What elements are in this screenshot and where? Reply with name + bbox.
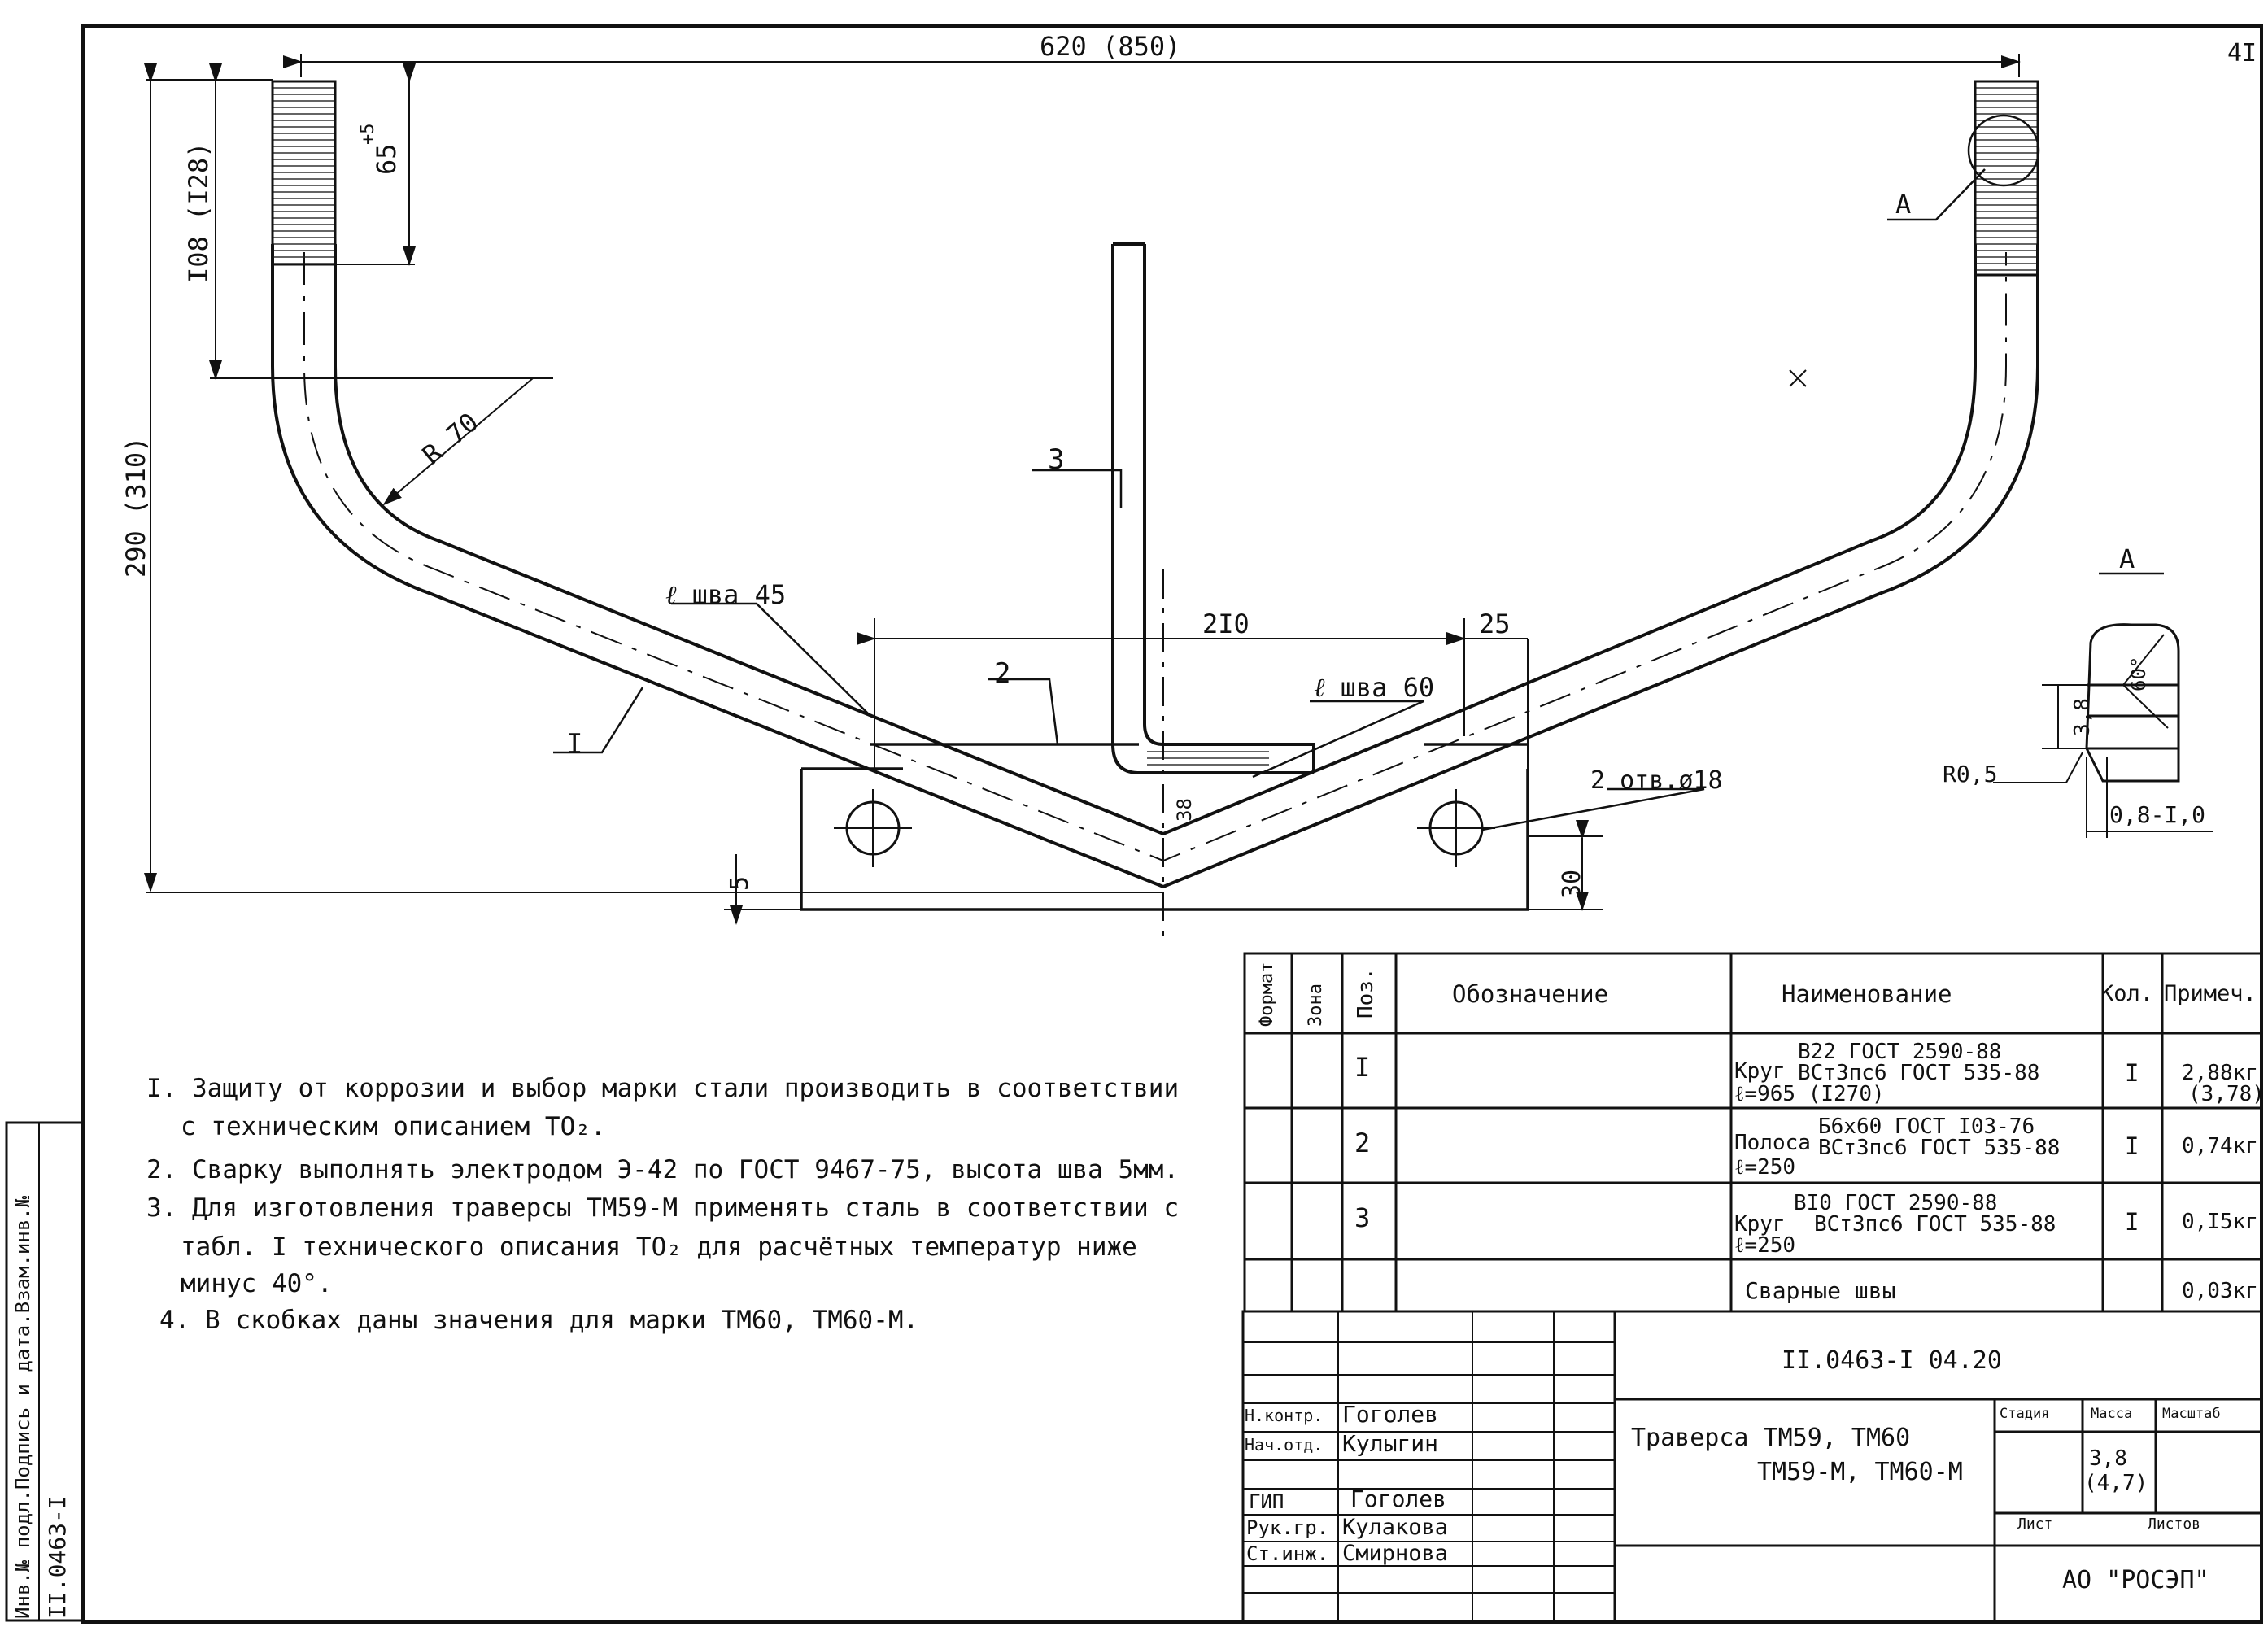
- row2-prefix: Полоса: [1734, 1131, 1811, 1155]
- row3-prefix: Круг: [1734, 1212, 1786, 1237]
- name-5: Смирнова: [1342, 1541, 1449, 1566]
- row3-note: 0,I5кг: [2182, 1210, 2258, 1234]
- row4-name: Сварные швы: [1745, 1277, 1896, 1304]
- detail-a-tol: 0,8-I,0: [2109, 801, 2206, 828]
- detail-a-angle: 60°: [2127, 656, 2150, 691]
- dim-thread-length: 65: [371, 143, 402, 175]
- role-3: ГИП: [1249, 1490, 1284, 1513]
- label-weld-45: ℓ шва 45: [665, 579, 787, 610]
- header-format: Формат: [1257, 962, 1277, 1027]
- title-line-2: ТМ59-М, ТМ60-М: [1757, 1458, 1963, 1486]
- row4-note: 0,03кг: [2182, 1279, 2258, 1303]
- pos-1: I: [566, 728, 583, 761]
- mass-label: Масса: [2091, 1406, 2133, 1422]
- dim-center-gap: 38: [1173, 798, 1196, 822]
- stage-label: Стадия: [2000, 1406, 2050, 1422]
- title-block-grid: [1241, 1310, 2263, 1624]
- note-4: 4. В скобках даны значения для марки ТМ6…: [159, 1306, 919, 1335]
- dim-end-length: I08 (I28): [183, 142, 214, 283]
- row3-top: ВI0 ГОСТ 2590-88: [1794, 1191, 1998, 1215]
- title-line-1: Траверса ТМ59, ТМ60: [1631, 1424, 1911, 1452]
- row3-bot: ℓ=250: [1734, 1233, 1796, 1258]
- side-stamp-label: Инв.№ подл.Подпись и дата.Взам.инв.№: [11, 1195, 34, 1619]
- dim-plate-edge: 25: [1479, 608, 1511, 639]
- role-1: Н.контр.: [1245, 1406, 1324, 1425]
- sheet-frame: [81, 24, 2263, 1624]
- sheets-label: Листов: [2148, 1516, 2201, 1533]
- sheet-label: Лист: [2017, 1516, 2053, 1533]
- row2-pos: 2: [1354, 1128, 1371, 1158]
- row2-note: 0,74кг: [2182, 1134, 2258, 1158]
- mass-value: 3,8: [2089, 1446, 2127, 1471]
- rod: [1111, 242, 1315, 774]
- name-4: Кулакова: [1342, 1515, 1449, 1540]
- side-stamp-value: II.0463-I: [44, 1495, 71, 1619]
- detail-a: [1993, 623, 2213, 838]
- note-1-cont: с техническим описанием ТО₂.: [181, 1112, 606, 1141]
- row1-mid: ВСт3пс6 ГОСТ 535-88: [1798, 1061, 2040, 1085]
- plate: [800, 743, 1529, 911]
- row1-note: 2,88кг: [2182, 1061, 2258, 1085]
- ell-symbol: ℓ: [1314, 672, 1325, 703]
- detail-a-d1: 3,8: [2070, 698, 2095, 736]
- scale-label: Масштаб: [2162, 1406, 2221, 1422]
- organization: АО "РОСЭП": [2062, 1566, 2209, 1594]
- name-2: Кулыгин: [1342, 1430, 1439, 1457]
- header-pos: Поз.: [1354, 967, 1378, 1019]
- label-holes: 2 отв.ø18: [1590, 766, 1723, 795]
- role-4: Рук.гр.: [1246, 1516, 1329, 1539]
- pos-3: 3: [1048, 443, 1065, 476]
- detail-a-title: A: [2119, 543, 2135, 574]
- header-name: Наименование: [1782, 980, 1952, 1008]
- view-a-label: A: [1895, 189, 1912, 220]
- row1-note2: (3,78): [2188, 1082, 2265, 1106]
- role-2: Нач.отд.: [1245, 1435, 1324, 1455]
- row2-top: Б6х60 ГОСТ I03-76: [1818, 1114, 2035, 1139]
- header-qty: Кол.: [2100, 981, 2154, 1006]
- note-2: 2. Сварку выполнять электродом Э-42 по Г…: [146, 1155, 1180, 1184]
- note-3-cont: табл. I технического описания ТО₂ для ра…: [181, 1232, 1137, 1262]
- row3-mid: ВСт3пс6 ГОСТ 535-88: [1814, 1212, 2056, 1237]
- thread-right: [1974, 80, 2039, 277]
- dim-overall-width: 620 (850): [1040, 31, 1181, 62]
- header-designation: Обозначение: [1452, 980, 1609, 1008]
- row2-mid: ВСт3пс6 ГОСТ 535-88: [1818, 1136, 2061, 1160]
- side-stamp: [5, 1121, 85, 1622]
- row2-bot: ℓ=250: [1734, 1155, 1796, 1180]
- name-3: Гоголев: [1350, 1485, 1447, 1512]
- role-5: Ст.инж.: [1246, 1542, 1329, 1565]
- label-weld-60: ℓ шва 60: [1314, 672, 1435, 703]
- dim-overall-height: 290 (310): [120, 436, 151, 578]
- pos-2: 2: [994, 657, 1011, 690]
- row2-qty: I: [2125, 1132, 2139, 1160]
- row3-qty: I: [2125, 1208, 2139, 1236]
- row1-qty: I: [2125, 1059, 2139, 1087]
- detail-a-radius: R0,5: [1943, 761, 1998, 787]
- header-zone: Зона: [1306, 984, 1326, 1027]
- header-note: Примеч.: [2164, 981, 2257, 1006]
- ell-symbol: ℓ: [665, 579, 677, 610]
- name-1: Гоголев: [1342, 1401, 1439, 1428]
- row1-bot: ℓ=965 (I270): [1734, 1082, 1885, 1106]
- dim-thread-tol: +5: [358, 123, 378, 146]
- thread-left: [271, 80, 337, 266]
- dim-plate-height: 30: [1558, 869, 1586, 899]
- row1-top: В22 ГОСТ 2590-88: [1798, 1040, 2002, 1064]
- row1-prefix: Круг: [1734, 1059, 1786, 1084]
- row1-pos: I: [1354, 1052, 1371, 1083]
- weld-60: [1147, 748, 1269, 768]
- dim-plate-width: 2I0: [1202, 608, 1250, 639]
- mass-value-2: (4,7): [2084, 1471, 2148, 1495]
- sheet-number: 4I: [2227, 39, 2257, 68]
- note-1: I. Защиту от коррозии и выбор марки стал…: [146, 1074, 1180, 1103]
- document-code: II.0463-I 04.20: [1782, 1346, 2002, 1375]
- row3-pos: 3: [1354, 1202, 1371, 1233]
- u-bar: [271, 244, 2039, 889]
- dim-plate-offset: 5: [726, 875, 754, 891]
- view-a-circle: [1967, 114, 2040, 187]
- note-3-cont2: минус 40°.: [181, 1269, 333, 1298]
- note-3: 3. Для изготовления траверсы ТМ59-М прим…: [146, 1193, 1180, 1223]
